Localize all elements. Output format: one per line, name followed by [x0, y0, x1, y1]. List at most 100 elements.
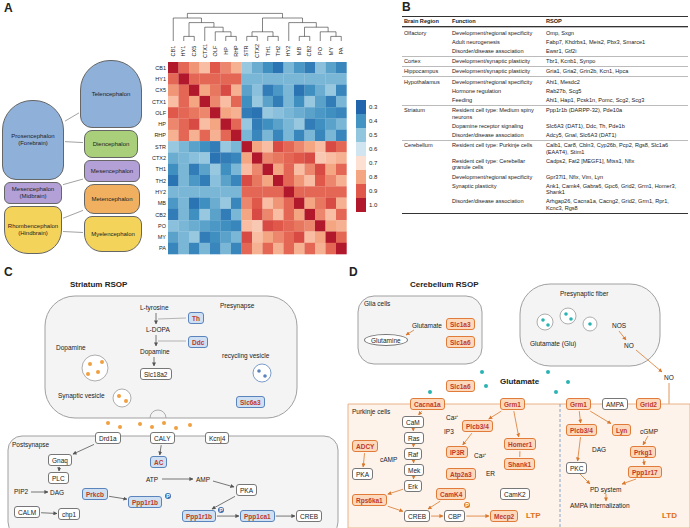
heatmap-cell	[273, 175, 284, 187]
heatmap-cell	[179, 164, 190, 176]
brain-region: Telencephalon	[80, 60, 142, 128]
table-cell	[402, 47, 450, 56]
row-label: CTX1	[152, 99, 166, 105]
heatmap-cell	[200, 220, 211, 232]
gene-box: Kcnj4	[205, 432, 229, 444]
gene-box: Gnaq	[48, 454, 72, 466]
heatmap-cell	[252, 198, 263, 210]
connector	[63, 179, 83, 185]
table-cell: Tbr1, Kcnb1, Synpo	[544, 56, 688, 66]
cell-text: Rab27b, Scg5	[546, 88, 581, 94]
cell-text: Disorder/disease association	[452, 132, 524, 138]
molecule-label: Glutamate	[500, 378, 539, 387]
column-label: HY1	[181, 46, 187, 57]
dendrogram-branch	[205, 27, 223, 41]
heatmap-cell	[221, 220, 232, 232]
recycling-vesicle	[253, 364, 271, 382]
heatmap-cell	[263, 62, 274, 74]
node-text: Plcb3/4	[466, 423, 489, 430]
heatmap-cell	[179, 62, 190, 74]
cell-text: Development/synaptic plasticity	[452, 68, 530, 74]
heatmap-cell	[336, 107, 347, 119]
pathway-arrow	[606, 494, 607, 501]
pathway-arrow	[213, 481, 234, 487]
text-label: NOS	[612, 322, 626, 329]
table-cell: Arhgap26, Cacna1a, Cacng2, Grid2, Grm1, …	[544, 197, 688, 213]
text-label: Glutamate	[412, 322, 442, 329]
table-cell: Resident cell type: Purkinje cells	[450, 140, 544, 157]
heatmap-cell	[200, 198, 211, 210]
heatmap-cell	[294, 198, 305, 210]
gene-box: CALM	[14, 506, 40, 518]
row-label: HY2	[155, 189, 166, 195]
heatmap-cell	[336, 186, 347, 198]
heatmap-cell	[189, 119, 200, 131]
legend-text: 0.4	[369, 118, 377, 124]
node-text: Mesencephalon (Midbrain)	[7, 186, 59, 199]
heatmap-cell	[294, 209, 305, 221]
table-cell: Cerebellum	[402, 140, 450, 157]
node-text: CALM	[18, 509, 36, 516]
gene-box: Grm1	[566, 398, 591, 410]
connector	[65, 113, 79, 121]
gene-box: Erk	[404, 480, 422, 492]
heatmap-cell	[210, 186, 221, 198]
heatmap-cell	[305, 243, 316, 255]
heatmap-cell	[326, 220, 337, 232]
node-text: Erk	[408, 483, 418, 490]
heatmap-cell	[179, 220, 190, 232]
heatmap-cell	[273, 220, 284, 232]
row-label: CB1	[155, 65, 166, 71]
heatmap-cell	[179, 130, 190, 142]
table-cell: Dopamine receptor signaling	[450, 121, 544, 130]
gene-box: Homer1	[504, 438, 536, 450]
panel-title: Cerebellum RSOP	[410, 281, 478, 290]
pathway-arrow	[406, 330, 414, 335]
pathway-arrow	[156, 335, 157, 346]
table-cell	[402, 197, 450, 213]
connector	[590, 411, 611, 424]
glutamate-dot	[554, 390, 558, 394]
gene-box: PKC	[566, 462, 587, 474]
cell-text: Adult neurogenesis	[452, 39, 500, 45]
heatmap-cell	[326, 73, 337, 85]
heatmap-cell	[200, 73, 211, 85]
heatmap-cell	[273, 85, 284, 97]
plasticity-label: LTD	[662, 512, 677, 521]
heatmap-cell	[305, 73, 316, 85]
cell-text: Function	[452, 18, 476, 24]
connector	[276, 516, 295, 517]
cell-text: Gpr37l1, Nfix, Vim, Lyn	[546, 174, 603, 180]
row-label: CTX2	[152, 155, 166, 161]
node-text: Metencephalon	[91, 196, 132, 203]
heatmap-cell	[305, 62, 316, 74]
heatmap-cell	[284, 141, 295, 153]
dendrogram-branch	[184, 36, 195, 41]
cell-text: Cortex	[404, 58, 420, 64]
gene-box: PLC	[48, 472, 69, 484]
heatmap-cell	[273, 232, 284, 244]
node-text: PKA	[240, 487, 253, 494]
row-label: MY	[158, 234, 166, 240]
text-label: cGMP	[640, 428, 658, 435]
table-cell: Striatum	[402, 105, 450, 122]
dopamine-dot	[117, 394, 121, 398]
table-cell: Disorder/disease association	[450, 47, 544, 56]
heatmap-cell	[200, 232, 211, 244]
row-label: PA	[159, 245, 166, 251]
heatmap-cell	[336, 85, 347, 97]
row-label: HP	[158, 121, 166, 127]
column-label: MY	[328, 47, 334, 55]
column-label: MB	[296, 47, 302, 55]
heatmap-cell	[231, 130, 242, 142]
legend-item: 0.4	[356, 114, 377, 128]
heatmap-cell	[294, 96, 305, 108]
connector	[428, 501, 440, 509]
heatmap-cell	[273, 96, 284, 108]
node-text: Atp2a3	[450, 471, 472, 478]
legend-swatch	[356, 184, 366, 198]
heatmap-cell	[315, 107, 326, 119]
heatmap-cell	[305, 186, 316, 198]
table-cell: Calb1, Car8, Cbln3, Cyp26b, Pcp2, Rgs8, …	[544, 140, 688, 157]
text-label: recycling vesicle	[222, 352, 269, 359]
